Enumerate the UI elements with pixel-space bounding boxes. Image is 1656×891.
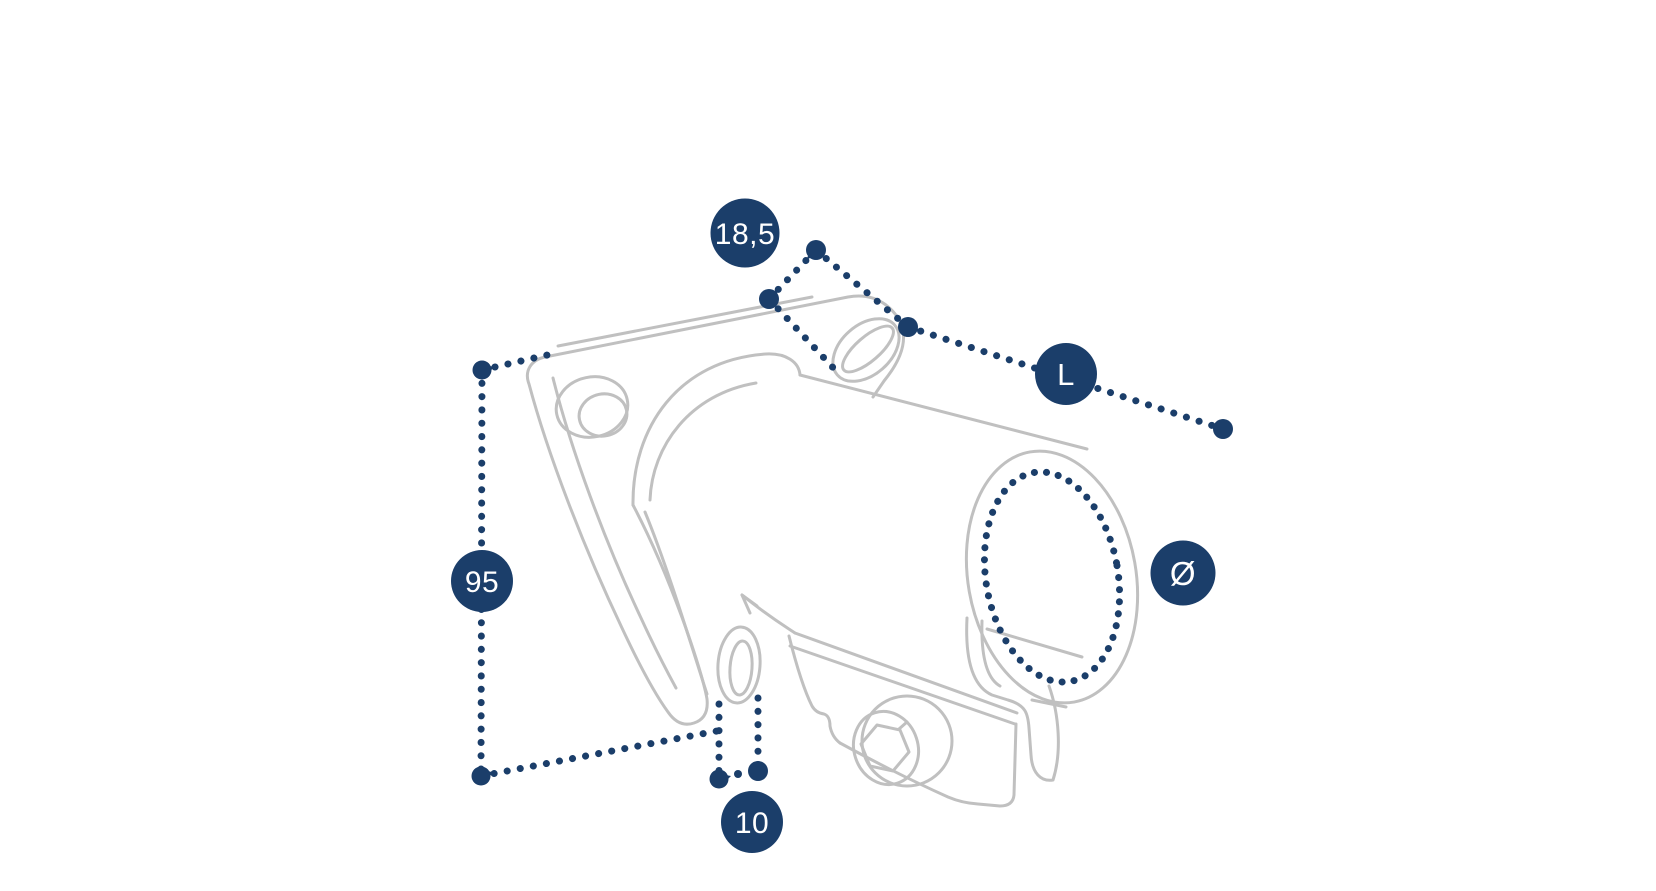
bore-through-line-1: [985, 627, 1084, 659]
flange-left-bottom-edge: [525, 355, 709, 726]
slot-hole-upper-left-inner: [577, 392, 629, 438]
clamp-lug-outline: [965, 616, 1060, 782]
slot-hole-upper-right-inner: [841, 324, 895, 374]
badge-label-plate-height: 95: [465, 566, 499, 599]
badge-circle: [710, 198, 780, 268]
dimension-badge-plate-height: 95: [451, 550, 513, 612]
tube-end-face: [964, 449, 1140, 705]
clamp-block-bottom-edge: [838, 722, 1018, 808]
dimension-endpoint-dot: [806, 240, 826, 260]
clamp-block-left-profile: [787, 634, 842, 745]
dimension-endpoint-dot: [759, 289, 779, 309]
dimension-badge-tube-length: L: [1035, 343, 1097, 405]
screw-face-outline: [851, 709, 921, 787]
badge-label-slot-width: 10: [735, 807, 769, 840]
dimension-badge-plate-thickness: 18,5: [710, 198, 780, 268]
bore-diameter-dotted-ellipse: [980, 468, 1124, 686]
tube-left-inner-arc: [648, 381, 758, 502]
dimension-badge-slot-width: 10: [721, 791, 783, 853]
dimension-endpoint-dot: [471, 766, 491, 786]
part-drawing: [525, 294, 1140, 808]
slot-hole-bottom-inner: [728, 639, 754, 697]
flange-chamfer-line: [551, 376, 678, 690]
dim-line-L: [904, 323, 1227, 433]
badge-circle: [451, 550, 513, 612]
dim-line-185-back-leader: [812, 246, 912, 331]
hex-socket-depth-line: [897, 720, 909, 731]
badge-circle: [721, 791, 783, 853]
flange-right-inner-edge: [643, 510, 709, 696]
tube-bottom-edge: [793, 631, 1019, 715]
dimension-endpoint-dot: [748, 761, 768, 781]
bore-through-line-2: [1030, 698, 1068, 709]
hex-socket: [859, 723, 911, 773]
badge-circle: [1035, 343, 1097, 405]
badge-label-tube-length: L: [1057, 357, 1075, 392]
dimension-endpoint-dot: [709, 769, 729, 789]
dim-line-185-front-leader: [765, 295, 843, 378]
dimension-endpoint-dot: [898, 317, 918, 337]
dimension-badge-bore-diameter: Ø: [1150, 540, 1216, 606]
clamp-slit-line: [740, 593, 797, 635]
badge-circle: [1150, 540, 1216, 606]
tube-top-edge: [798, 373, 1089, 451]
dimension-endpoint-dot: [472, 360, 492, 380]
badge-label-plate-thickness: 18,5: [715, 218, 775, 251]
clamp-lug-inner-line: [980, 619, 1002, 688]
dim-line-95-bottom-leader: [477, 727, 721, 780]
screw-head-outline: [860, 694, 954, 788]
badge-label-bore-diameter: Ø: [1170, 555, 1196, 592]
dimension-endpoints: [471, 240, 1233, 789]
tube-left-end-arc: [631, 352, 802, 507]
dimension-midpoint-dot: [734, 770, 742, 778]
dimension-endpoint-dot: [1213, 419, 1233, 439]
slot-hole-upper-right-outer: [831, 317, 901, 383]
slot-hole-bottom-outer: [716, 625, 762, 705]
clamp-block-top-edge: [788, 644, 1017, 726]
